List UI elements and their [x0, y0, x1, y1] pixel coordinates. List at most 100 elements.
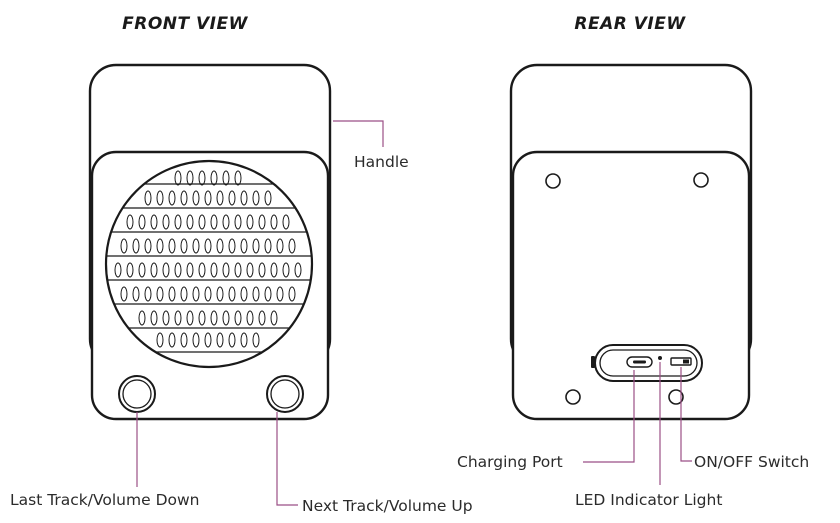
grille-hole — [126, 262, 134, 278]
grille-hole — [186, 214, 194, 230]
grille-hole — [240, 238, 248, 254]
grille-hole — [198, 170, 206, 186]
grille-hole — [186, 310, 194, 326]
grille-hole — [168, 286, 176, 302]
grille-hole — [180, 238, 188, 254]
grille-hole — [270, 214, 278, 230]
grille-hole — [186, 170, 194, 186]
grille-hole — [246, 262, 254, 278]
grille-hole — [174, 214, 182, 230]
grille-hole — [162, 262, 170, 278]
grille-hole — [216, 332, 224, 348]
grille-hole — [228, 286, 236, 302]
grille-hole — [138, 310, 146, 326]
rear-view-title: REAR VIEW — [574, 14, 686, 34]
grille-hole — [234, 262, 242, 278]
grille-hole — [246, 310, 254, 326]
grille-hole — [168, 190, 176, 206]
panel-notch — [591, 356, 595, 368]
next-track-label: Next Track/Volume Up — [302, 497, 473, 515]
grille-bands — [106, 183, 312, 353]
front-view-title: FRONT VIEW — [122, 14, 248, 34]
charging-port-label: Charging Port — [457, 453, 563, 471]
grille-hole — [156, 332, 164, 348]
screw-hole-top-right — [693, 172, 709, 188]
grille-hole — [222, 214, 230, 230]
grille-hole — [192, 286, 200, 302]
grille-hole — [180, 190, 188, 206]
grille-hole — [150, 262, 158, 278]
grille-hole — [204, 332, 212, 348]
grille-hole — [210, 310, 218, 326]
grille-hole — [288, 238, 296, 254]
screw-hole-top-left — [545, 173, 561, 189]
grille-hole — [174, 170, 182, 186]
grille-hole — [258, 310, 266, 326]
grille-hole — [222, 170, 230, 186]
grille-hole — [252, 238, 260, 254]
grille-hole — [228, 190, 236, 206]
grille-hole — [210, 214, 218, 230]
on-off-switch[interactable] — [670, 357, 692, 366]
grille-hole — [222, 262, 230, 278]
grille-hole — [216, 190, 224, 206]
grille-hole — [258, 262, 266, 278]
next-track-button[interactable] — [266, 375, 304, 413]
grille-hole — [234, 310, 242, 326]
grille-hole — [120, 238, 128, 254]
grille-hole — [270, 310, 278, 326]
grille-hole — [294, 262, 302, 278]
grille-hole — [132, 286, 140, 302]
grille-hole — [264, 190, 272, 206]
switch-label: ON/OFF Switch — [694, 453, 809, 471]
grille-hole — [276, 286, 284, 302]
grille-holes — [114, 170, 302, 348]
grille-hole — [264, 238, 272, 254]
grille-hole — [252, 286, 260, 302]
next-track-leader — [276, 412, 298, 506]
grille-hole — [168, 238, 176, 254]
charging-port-leader — [583, 370, 635, 463]
grille-hole — [192, 190, 200, 206]
grille-hole — [138, 262, 146, 278]
grille-hole — [240, 286, 248, 302]
grille-hole — [174, 262, 182, 278]
charging-port[interactable] — [626, 356, 653, 368]
grille-hole — [264, 286, 272, 302]
grille-hole — [198, 262, 206, 278]
grille-hole — [114, 262, 122, 278]
grille-hole — [174, 310, 182, 326]
grille-hole — [228, 332, 236, 348]
grille-hole — [276, 238, 284, 254]
grille-hole — [156, 238, 164, 254]
grille-hole — [180, 286, 188, 302]
grille-hole — [120, 286, 128, 302]
last-track-label: Last Track/Volume Down — [10, 491, 200, 509]
handle-leader — [333, 120, 384, 147]
grille-hole — [126, 214, 134, 230]
grille-rim — [104, 159, 314, 369]
grille-hole — [150, 310, 158, 326]
grille-hole — [186, 262, 194, 278]
grille-hole — [198, 214, 206, 230]
grille-hole — [156, 286, 164, 302]
grille-hole — [168, 332, 176, 348]
led-label: LED Indicator Light — [575, 491, 722, 509]
screw-hole-bottom-right — [668, 389, 684, 405]
grille-hole — [210, 262, 218, 278]
grille-hole — [234, 214, 242, 230]
grille-hole — [150, 214, 158, 230]
grille-hole — [216, 238, 224, 254]
rear-body — [511, 150, 751, 421]
handle-label: Handle — [354, 153, 409, 171]
grille-hole — [288, 286, 296, 302]
grille-hole — [162, 310, 170, 326]
grille-hole — [282, 214, 290, 230]
grille-hole — [240, 190, 248, 206]
grille-hole — [228, 238, 236, 254]
grille-hole — [252, 332, 260, 348]
rear-view: REAR VIEW Charging Port LED Indicator Li… — [457, 14, 809, 509]
control-panel — [591, 344, 703, 382]
grille-hole — [252, 190, 260, 206]
